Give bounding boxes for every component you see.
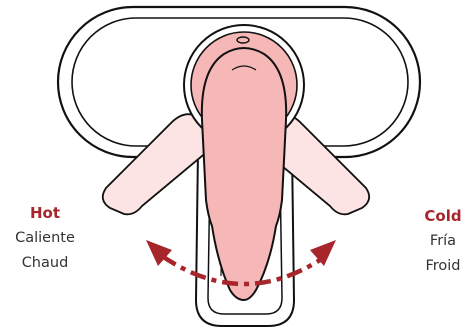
cold-label-fr: Froid [414,259,472,274]
hot-label-en: Hot [2,206,88,221]
hot-label-fr: Chaud [2,256,88,271]
arrowhead-right-icon [310,240,336,266]
cold-label-es: Fría [414,234,472,249]
hot-label-es: Caliente [2,231,88,246]
cold-label-en: Cold [414,209,472,224]
hot-label: Hot Caliente Chaud [2,206,88,280]
cold-label: Cold Fría Froid [414,209,472,283]
